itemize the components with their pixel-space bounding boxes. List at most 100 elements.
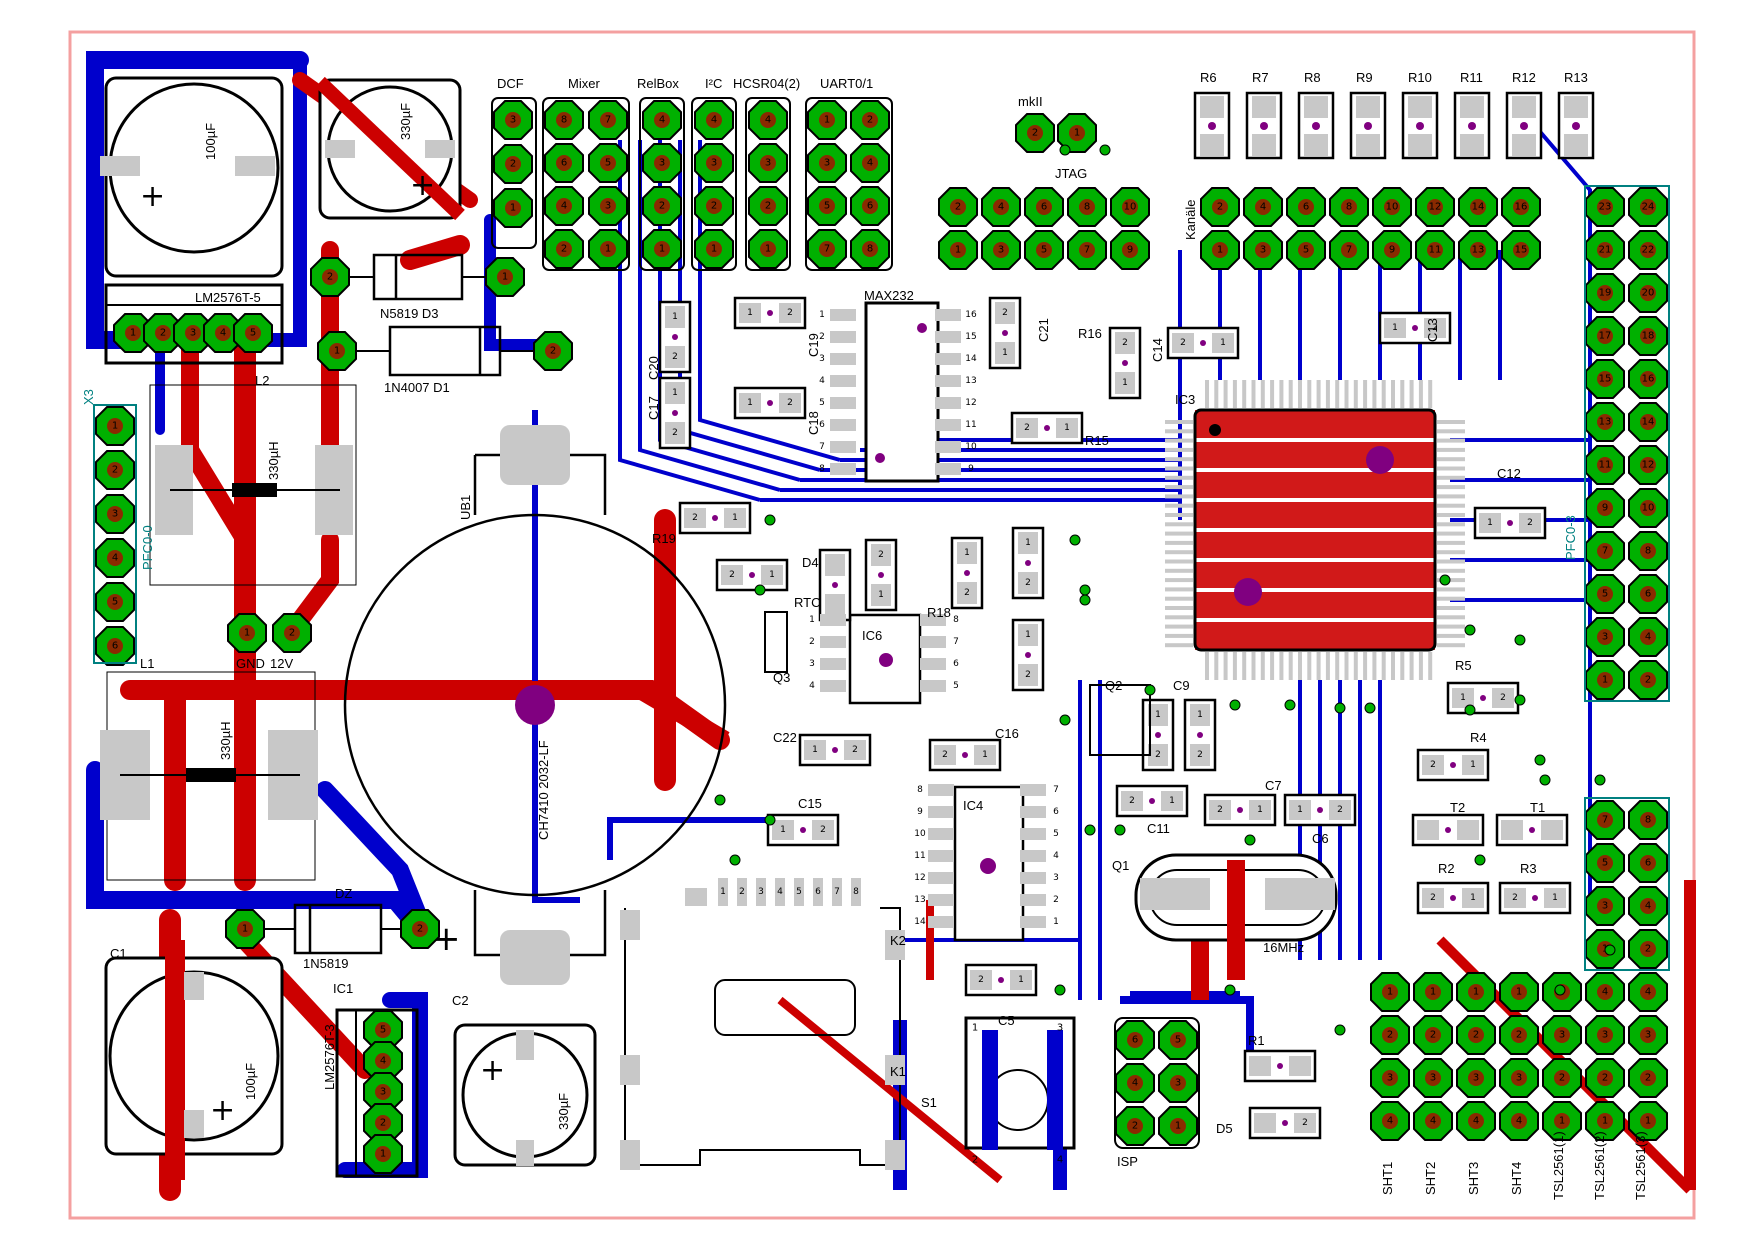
svg-text:14: 14	[1642, 417, 1655, 428]
label-t2: T2	[1450, 800, 1465, 815]
part-r11b: 12	[1011, 618, 1045, 692]
label-uart: UART0/1	[820, 76, 873, 91]
header-outline	[691, 97, 737, 271]
right-header2-pad: 2	[1628, 929, 1668, 969]
right-header-pad: 4	[1628, 617, 1668, 657]
sensor-pad: 2	[1370, 1015, 1410, 1055]
svg-text:2: 2	[978, 975, 984, 985]
header-pad: 8	[544, 100, 584, 140]
svg-text:R10: R10	[1408, 70, 1432, 85]
svg-text:5: 5	[1175, 1035, 1181, 1046]
label-r16: R16	[1078, 326, 1102, 341]
svg-text:4: 4	[711, 115, 717, 126]
label-q3: Q3	[773, 670, 790, 685]
label-pfc3: PFC0-3	[1563, 515, 1578, 560]
sensor-pad: 3	[1370, 1058, 1410, 1098]
svg-text:10: 10	[914, 829, 926, 839]
label-r5: R5	[1455, 658, 1472, 673]
resistor-r10: R10	[1401, 70, 1439, 160]
right-header2-pad: 4	[1628, 886, 1668, 926]
label-c17: C17	[646, 396, 661, 420]
svg-text:1: 1	[1387, 987, 1393, 998]
svg-text:3: 3	[711, 158, 717, 169]
svg-text:1: 1	[955, 245, 961, 256]
inductor-l1	[100, 671, 318, 881]
part-r17: 21	[864, 538, 898, 612]
svg-text:9: 9	[1389, 245, 1395, 256]
svg-text:9: 9	[917, 807, 923, 817]
mkii-pad: 2	[1015, 113, 1055, 153]
label-c1-value: 100µF	[243, 1063, 258, 1100]
label-ic1: IC1	[333, 981, 353, 996]
svg-text:8: 8	[953, 615, 959, 625]
svg-text:7: 7	[605, 115, 611, 126]
ic2-pad: 1	[113, 313, 153, 353]
label-12v: 12V	[270, 656, 293, 671]
label-d3: N5819 D3	[380, 306, 439, 321]
svg-text:17: 17	[1599, 331, 1612, 342]
label-r19: R19	[652, 531, 676, 546]
d3-pad: 1	[485, 257, 525, 297]
channel-pad: 7	[1329, 230, 1369, 270]
channel-pad: 1	[1200, 230, 1240, 270]
sensor-pad: 4	[1370, 1101, 1410, 1141]
ic2-pad: 2	[143, 313, 183, 353]
resistor-r11: R11	[1453, 70, 1491, 160]
part-r16: 21	[1108, 326, 1142, 400]
channel-pad: 14	[1458, 187, 1498, 227]
label-l1: L1	[140, 656, 154, 671]
svg-text:7: 7	[824, 244, 830, 255]
svg-text:1: 1	[112, 421, 118, 432]
svg-text:7: 7	[1084, 245, 1090, 256]
sensor-pad: 1	[1585, 1101, 1625, 1141]
svg-text:3: 3	[510, 115, 516, 126]
svg-text:7: 7	[1346, 245, 1352, 256]
svg-text:9: 9	[1602, 503, 1608, 514]
svg-text:2: 2	[561, 244, 567, 255]
svg-text:4: 4	[1053, 851, 1059, 861]
right-header2-pad: 3	[1585, 886, 1625, 926]
svg-text:1: 1	[878, 590, 884, 600]
svg-text:1: 1	[780, 825, 786, 835]
svg-text:1: 1	[1473, 987, 1479, 998]
ic2-pad: 5	[233, 313, 273, 353]
svg-text:11: 11	[914, 851, 925, 861]
svg-text:8: 8	[1084, 202, 1090, 213]
svg-text:1: 1	[130, 328, 136, 339]
label-kanal: Kanäle	[1183, 200, 1198, 240]
svg-text:7: 7	[834, 887, 840, 897]
regulator-ic2	[104, 283, 284, 365]
svg-text:R8: R8	[1304, 70, 1321, 85]
svg-text:2: 2	[809, 637, 815, 647]
sensor-pad: 3	[1456, 1058, 1496, 1098]
svg-text:1: 1	[1122, 378, 1128, 388]
svg-text:1: 1	[1470, 760, 1476, 770]
svg-text:1: 1	[1220, 338, 1226, 348]
right-header-pad: 16	[1628, 359, 1668, 399]
sensor-pad: 2	[1499, 1015, 1539, 1055]
right-header-pad: 11	[1585, 445, 1625, 485]
d1-pad: 1	[317, 331, 357, 371]
label-c14: C14	[1150, 338, 1165, 362]
svg-text:1: 1	[1487, 518, 1493, 528]
channel-pad: 2	[1200, 187, 1240, 227]
header-pad: 2	[493, 144, 533, 184]
svg-text:3: 3	[1516, 1073, 1522, 1084]
sensor-pad: 3	[1628, 1015, 1668, 1055]
label-sht2: SHT2	[1423, 1162, 1438, 1195]
svg-text:6: 6	[1645, 858, 1651, 869]
right-header-pad: 17	[1585, 316, 1625, 356]
svg-text:2: 2	[1132, 1121, 1138, 1132]
right-header-pad: 24	[1628, 187, 1668, 227]
svg-text:R13: R13	[1564, 70, 1588, 85]
label-r2: R2	[1438, 861, 1455, 876]
svg-text:9: 9	[968, 464, 974, 474]
sensor-pad: 1	[1628, 1101, 1668, 1141]
svg-text:4: 4	[1602, 987, 1608, 998]
svg-text:3: 3	[1559, 1030, 1565, 1041]
svg-text:4: 4	[1430, 1116, 1436, 1127]
x3-pad: 4	[95, 538, 135, 578]
